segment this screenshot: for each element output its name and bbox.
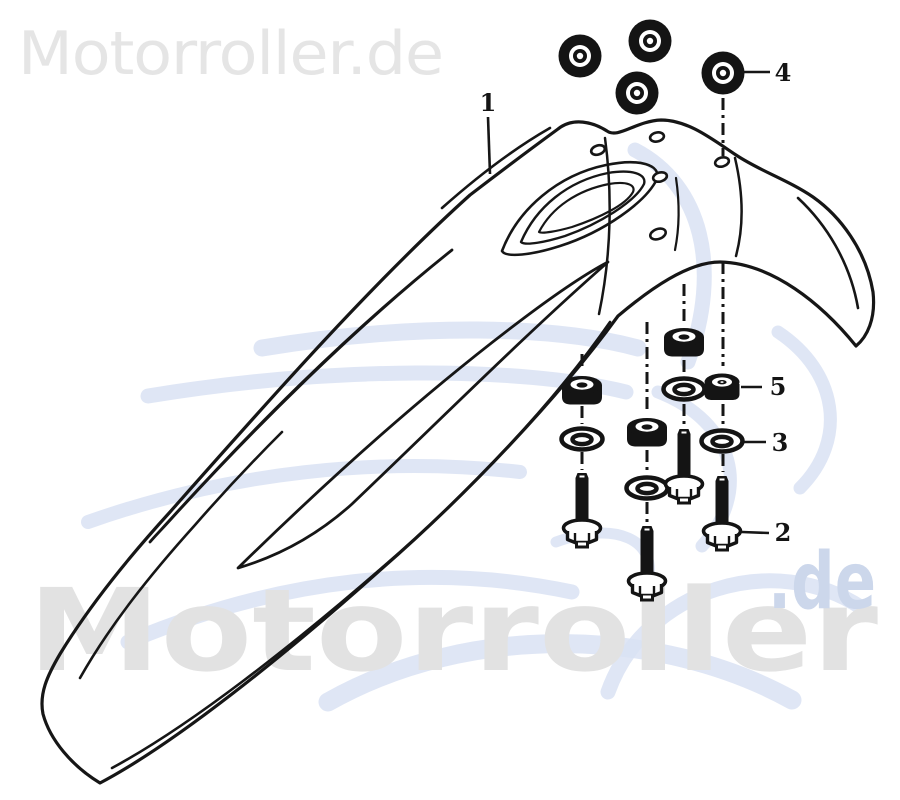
- front-fender-drawing: [40, 118, 876, 785]
- mount-hole: [651, 170, 669, 184]
- hex-nut-icon: [627, 418, 667, 447]
- recess-outline-outer: [500, 161, 659, 257]
- vent-slot-upper: [148, 248, 454, 544]
- callout-leader-1: [486, 116, 492, 175]
- mount-hole: [713, 155, 731, 169]
- callout-label-5: 5: [770, 372, 787, 401]
- callout-label-2: 2: [775, 518, 792, 547]
- flange-nut-top-icon: [701, 51, 745, 95]
- bracket-front-boundary: [597, 136, 611, 316]
- vent-slot-lower: [236, 260, 610, 570]
- recess-outline-inner: [537, 181, 635, 234]
- mount-hole: [648, 131, 666, 143]
- washer-icon: [702, 431, 743, 452]
- hardware-parts: [558, 19, 745, 602]
- bracket-inner-line: [673, 176, 680, 252]
- watermark-header: Motorroller.de: [18, 19, 443, 89]
- watermark-suffix: .de: [768, 537, 876, 627]
- flange-bolt-icon: [561, 471, 603, 549]
- rubber-grommet-icon: [704, 373, 740, 400]
- flange-nut-top-icon: [558, 34, 602, 78]
- hex-nut-icon: [664, 328, 704, 357]
- bracket-rear-boundary: [733, 156, 743, 258]
- recess-outline-mid: [519, 170, 646, 245]
- washer-icon: [627, 478, 668, 499]
- fender-rear-inner-line: [796, 196, 860, 310]
- callout-label-3: 3: [772, 428, 789, 457]
- mount-hole: [589, 143, 607, 157]
- callout-label-1: 1: [480, 88, 497, 117]
- mount-hole: [648, 227, 668, 241]
- flange-bolt-icon: [663, 427, 705, 505]
- callout-label-4: 4: [775, 58, 792, 87]
- hex-nut-icon: [562, 376, 602, 405]
- fender-inner-bottom-edge: [110, 320, 612, 770]
- flange-nut-top-icon: [628, 19, 672, 63]
- fender-top-lip-line: [440, 126, 552, 210]
- watermark-giant: Motorroller: [28, 564, 878, 697]
- callout-leader-2: [741, 530, 770, 535]
- callouts: 1 4 5 3 2: [480, 58, 792, 547]
- bracket-mounting-holes: [589, 131, 731, 241]
- washer-icon: [664, 379, 705, 400]
- washer-icon: [562, 429, 603, 450]
- fender-inner-left-edge: [78, 430, 284, 680]
- assembly-axes: [580, 98, 725, 522]
- flange-nut-top-icon: [615, 71, 659, 115]
